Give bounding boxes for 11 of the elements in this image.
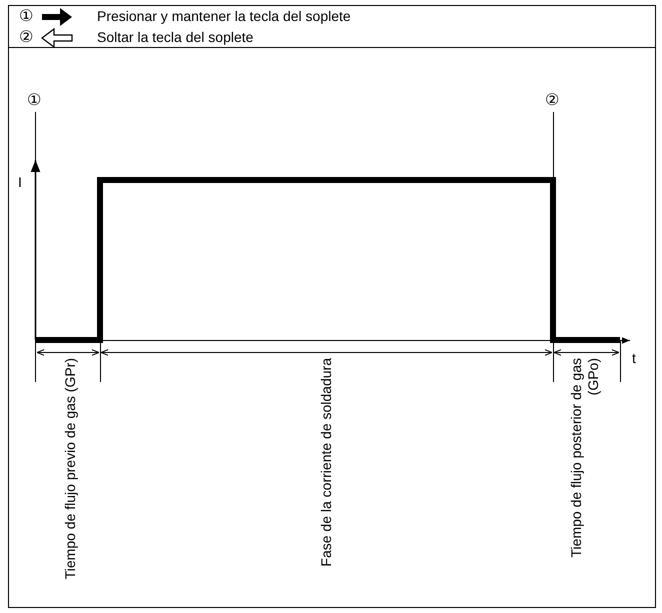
legend-text: Presionar y mantener la tecla del soplete — [97, 8, 351, 25]
axis-label: t — [632, 350, 636, 367]
marker-number: ① — [19, 8, 33, 26]
marker-number: ① — [27, 92, 41, 110]
legend-text: Soltar la tecla del soplete — [97, 29, 254, 46]
marker-number: ② — [19, 29, 33, 47]
phase-label: Tiempo de flujo posterior de gas (GPo) — [567, 358, 602, 560]
axis-label: I — [18, 174, 22, 191]
phase-label: Tiempo de flujo previo de gas (GPr) — [60, 358, 79, 582]
marker-number: ② — [545, 92, 559, 110]
phase-label: Fase de la corriente de soldadura — [316, 358, 334, 569]
